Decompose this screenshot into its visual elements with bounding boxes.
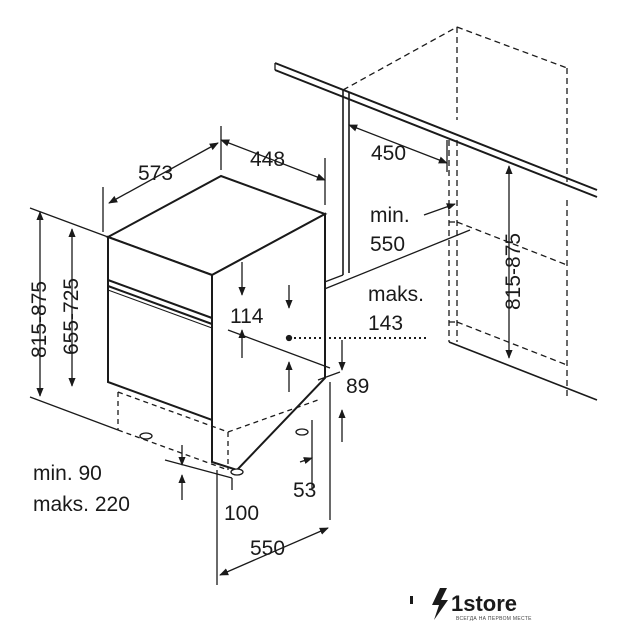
dimension-550 xyxy=(219,527,329,576)
cabinet-side-panel xyxy=(321,90,471,291)
leader-min-550 xyxy=(423,203,456,216)
lightning-icon xyxy=(432,588,448,620)
logo-mark-left xyxy=(410,596,413,604)
label-min-90: min. 90 xyxy=(33,462,102,485)
plinth-recess xyxy=(317,371,341,381)
label-573: 573 xyxy=(138,162,173,185)
label-655-725: 655-725 xyxy=(60,278,83,355)
leader-dot xyxy=(285,334,293,342)
store-logo: 1store ВСЕГДА НА ПЕРВОМ МЕСТЕ xyxy=(410,588,532,622)
dashed-upper-cabinet xyxy=(342,26,568,400)
logo-tagline: ВСЕГДА НА ПЕРВОМ МЕСТЕ xyxy=(456,616,532,622)
label-100: 100 xyxy=(224,502,259,525)
label-min-550-b: 550 xyxy=(370,233,405,256)
dimension-100 xyxy=(216,470,233,585)
dishwasher-body xyxy=(105,174,328,472)
label-maks-143-a: maks. xyxy=(368,283,424,306)
dimension-53 xyxy=(299,420,313,490)
label-min-550-a: min. xyxy=(370,204,410,227)
dimension-height-815-875 xyxy=(29,207,119,431)
logo-name: 1store xyxy=(451,591,517,616)
dimension-114 xyxy=(227,262,331,392)
label-815-875: 815-875 xyxy=(28,281,51,358)
label-114: 114 xyxy=(230,305,264,328)
label-89: 89 xyxy=(346,375,369,398)
countertop xyxy=(274,62,598,198)
label-448: 448 xyxy=(250,148,285,171)
dashed-plinth xyxy=(117,330,319,471)
label-550: 550 xyxy=(250,537,285,560)
dimension-plinth-height xyxy=(164,445,233,500)
label-maks-220: maks. 220 xyxy=(33,493,130,516)
label-450: 450 xyxy=(371,142,406,165)
label-niche-815-875: 815-875 xyxy=(502,233,525,310)
floor-line-right xyxy=(448,341,598,401)
feet xyxy=(139,428,309,476)
dimension-450 xyxy=(348,124,448,172)
dimension-89 xyxy=(329,340,346,520)
label-maks-143-b: 143 xyxy=(368,312,403,335)
label-53: 53 xyxy=(293,479,316,502)
dimension-448 xyxy=(220,139,326,205)
